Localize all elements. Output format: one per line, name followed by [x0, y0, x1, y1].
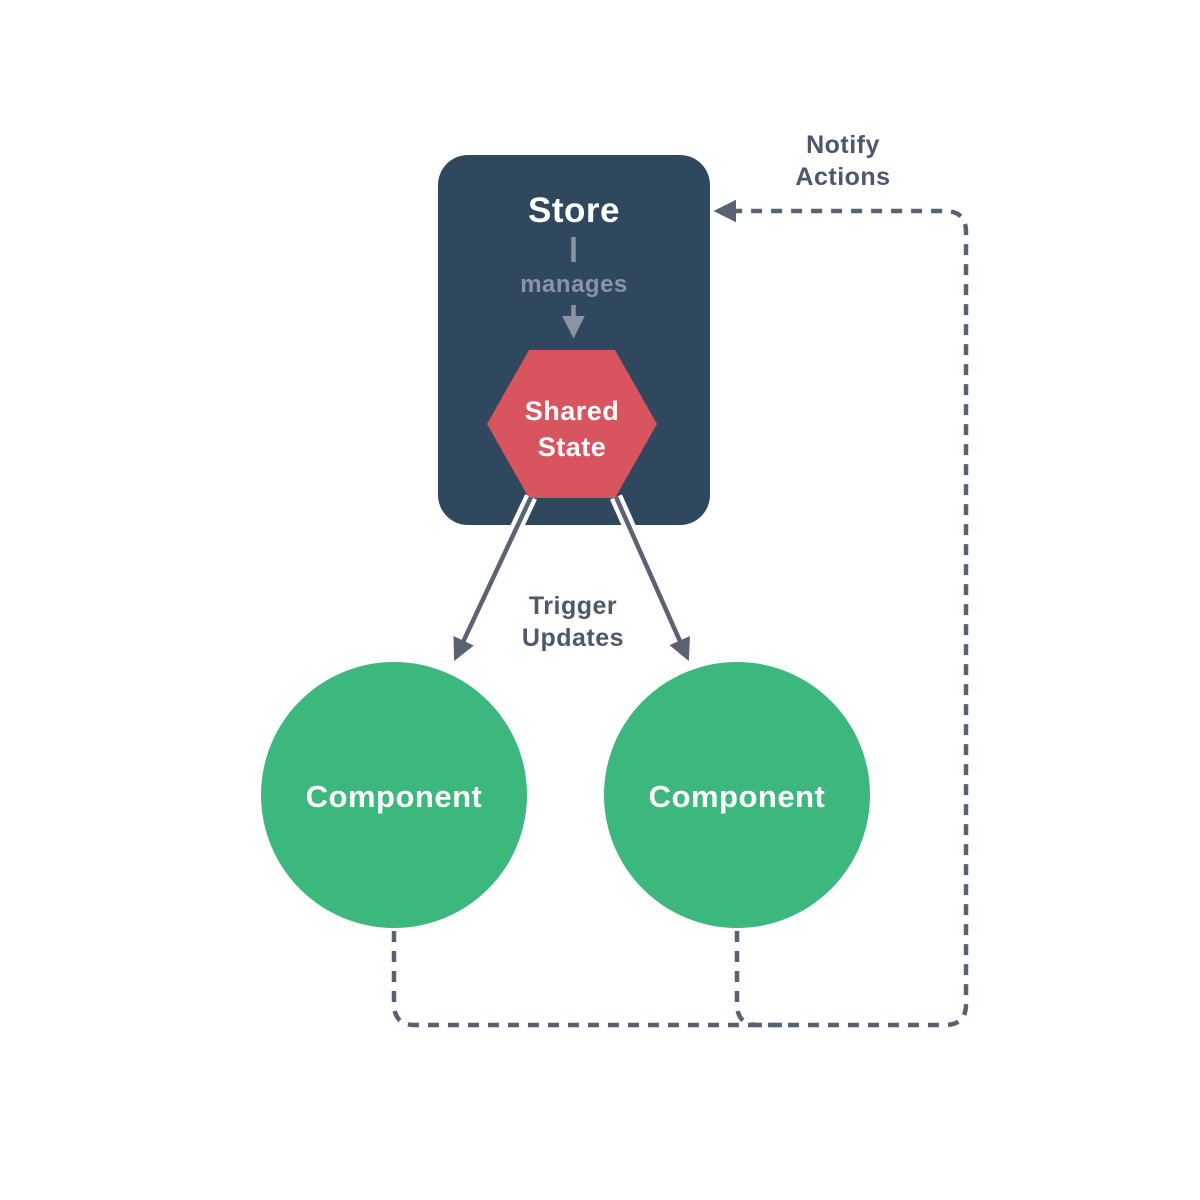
- shared-state-node: [487, 350, 657, 498]
- trigger-arrow-right: [613, 496, 690, 662]
- component-node-2: [604, 662, 870, 928]
- shared-state-label: Shared State: [524, 396, 620, 462]
- trigger-updates-label: Trigger Updates: [521, 592, 625, 652]
- component-label-2: Component: [648, 779, 826, 814]
- notify-actions-label: Notify Actions: [795, 131, 891, 191]
- manages-label: manages: [520, 271, 628, 298]
- component-label-1: Component: [305, 779, 483, 814]
- trigger-arrow-left: [453, 496, 534, 662]
- component-node-1: [261, 662, 527, 928]
- notify-path-main: [391, 199, 969, 1028]
- store-label: Store: [528, 191, 620, 230]
- notify-path-branch: [734, 931, 792, 1028]
